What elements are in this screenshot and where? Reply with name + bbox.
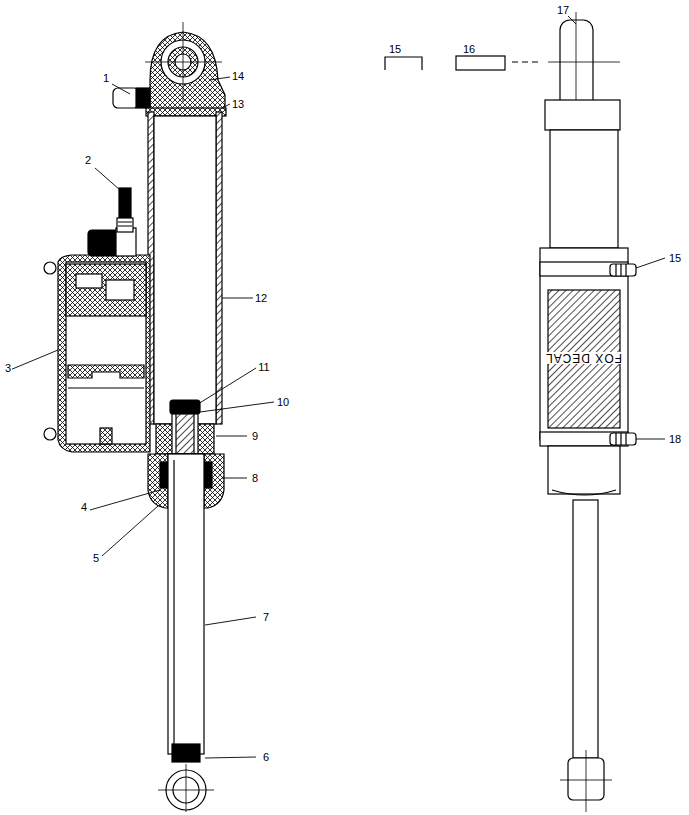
callout-number: 17 [556,4,570,16]
callout-number: 15 [388,43,402,55]
callout-number: 11 [257,361,270,373]
callout-number: 7 [262,611,270,623]
callout-number: 1 [102,72,110,84]
callout-number: 18 [668,433,682,445]
callout-number: 2 [84,154,92,166]
callout-number: 10 [276,396,290,408]
callout-number: 9 [251,430,259,442]
callout-number: 5 [92,552,100,564]
callout-number: 4 [80,501,88,513]
callout-number: 12 [254,292,268,304]
callout-number: 15 [668,252,682,264]
decal-text: FOX DECAL [544,352,623,364]
callout-number: 3 [4,362,12,374]
callout-number: 14 [231,70,245,82]
callout-number: 6 [262,751,270,763]
callout-number: 16 [462,43,476,55]
callout-number: 13 [231,98,245,110]
callout-number: 8 [251,472,259,484]
